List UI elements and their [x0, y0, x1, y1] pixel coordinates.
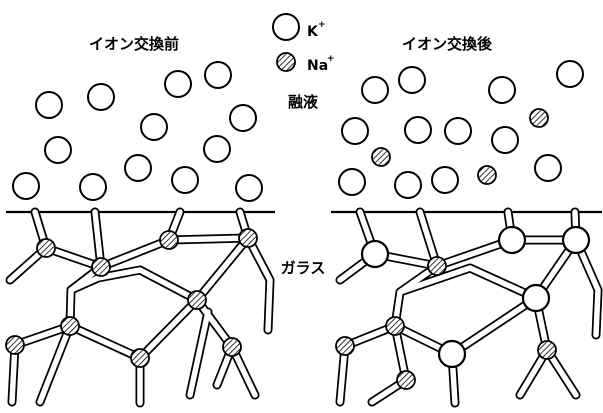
- melt-ions-before: [12, 61, 263, 202]
- k-ion: [204, 61, 232, 89]
- k-ion: [87, 83, 115, 111]
- k-ion: [497, 225, 527, 255]
- na-ion: [335, 336, 355, 356]
- label-melt: 融液: [288, 93, 319, 111]
- k-ion: [44, 136, 72, 164]
- title-after: イオン交換後: [402, 35, 493, 53]
- na-ion: [385, 316, 405, 336]
- na-ion: [130, 348, 150, 368]
- k-ion: [35, 91, 63, 119]
- na-ion: [60, 316, 80, 336]
- k-ion: [398, 66, 426, 94]
- legend-k-symbol: K: [307, 24, 319, 40]
- na-ion: [222, 337, 242, 357]
- na-ion: [427, 256, 447, 276]
- na-ion: [187, 290, 207, 310]
- glass-k-ions-after: [360, 225, 591, 369]
- title-before: イオン交換前: [89, 35, 179, 53]
- na-ion: [5, 335, 25, 355]
- melt-ions-after: [338, 60, 584, 199]
- k-ion: [338, 168, 366, 196]
- legend-na-symbol: Na: [307, 58, 328, 74]
- na-ion: [36, 238, 56, 258]
- k-ion: [404, 116, 432, 144]
- k-ion: [361, 76, 389, 104]
- k-ion: [79, 173, 107, 201]
- na-ion: [371, 147, 391, 167]
- na-ion: [238, 228, 258, 248]
- k-ion: [556, 60, 584, 88]
- na-ion: [477, 165, 497, 185]
- na-ion: [396, 370, 416, 390]
- k-ion: [164, 70, 192, 98]
- k-ion: [491, 126, 519, 154]
- k-ion: [444, 117, 472, 145]
- legend-k-icon: [272, 13, 300, 41]
- legend: K + Na +: [272, 13, 335, 74]
- k-ion: [488, 76, 516, 104]
- k-ion: [124, 154, 152, 182]
- k-ion: [431, 166, 459, 194]
- legend-k-charge: +: [318, 20, 326, 30]
- k-ion: [171, 166, 199, 194]
- legend-na-icon: [276, 52, 296, 72]
- k-ion: [140, 113, 168, 141]
- glass-na-ions-before: [5, 228, 258, 368]
- k-ion: [235, 174, 263, 202]
- k-ion: [561, 225, 591, 255]
- k-ion: [521, 283, 551, 313]
- label-glass: ガラス: [281, 259, 326, 277]
- k-ion: [360, 239, 390, 269]
- legend-na-charge: +: [327, 54, 335, 64]
- na-ion: [159, 230, 179, 250]
- k-ion: [534, 154, 562, 182]
- melt-na-ions-after: [371, 108, 549, 185]
- k-ion: [341, 117, 369, 145]
- glass-na-ions-after: [335, 256, 557, 390]
- na-ion: [91, 257, 111, 277]
- k-ion: [12, 172, 40, 200]
- na-ion: [529, 108, 549, 128]
- k-ion: [203, 135, 231, 163]
- k-ion: [229, 104, 257, 132]
- k-ion: [437, 339, 467, 369]
- k-ion: [394, 171, 422, 199]
- na-ion: [537, 340, 557, 360]
